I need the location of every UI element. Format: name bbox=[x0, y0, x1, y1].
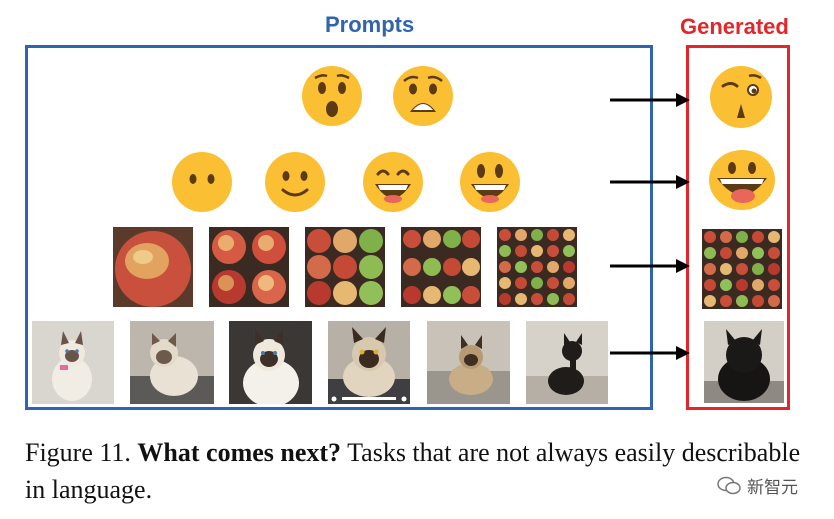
arrow-row-3 bbox=[610, 259, 690, 273]
figure-label: Figure 11. bbox=[25, 438, 131, 467]
winking-face-with-open-mouth-emoji bbox=[707, 64, 775, 130]
arrow-row-4 bbox=[610, 346, 690, 360]
nine-apples-tile bbox=[305, 227, 385, 307]
tongue-out-face-emoji bbox=[707, 148, 777, 212]
surprised-face-emoji bbox=[300, 64, 364, 128]
watermark-text: 新智元 bbox=[747, 478, 798, 498]
generated-label: Generated bbox=[680, 14, 789, 39]
generated-black-kitten-photo bbox=[704, 321, 784, 403]
generated-apple-grid-tile bbox=[702, 229, 782, 309]
four-apples-tile bbox=[209, 227, 289, 307]
neutral-face-emoji bbox=[170, 150, 234, 214]
twelve-apples-tile bbox=[401, 227, 481, 307]
arrow-row-2 bbox=[610, 175, 690, 189]
prompts-label: Prompts bbox=[325, 12, 415, 37]
siamese-kitten-photo-2 bbox=[130, 321, 214, 404]
grinning-face-emoji bbox=[361, 150, 425, 214]
figure-caption: Figure 11. What comes next? Tasks that a… bbox=[25, 434, 820, 508]
watermark: 新智元 bbox=[717, 473, 798, 498]
big-eyed-grinning-face-emoji bbox=[458, 150, 522, 214]
slightly-smiling-face-emoji bbox=[263, 150, 327, 214]
anguished-face-emoji bbox=[391, 64, 455, 128]
caption-text: Tasks that are not always easily describ… bbox=[25, 438, 801, 504]
arrow-row-1 bbox=[610, 93, 690, 107]
siamese-kitten-photo-1 bbox=[32, 321, 114, 404]
prompts-box bbox=[25, 45, 653, 410]
black-cat-photo-6 bbox=[526, 321, 608, 404]
caption-title: What comes next? bbox=[137, 438, 342, 467]
wechat-icon bbox=[717, 476, 741, 494]
siamese-kitten-photo-3 bbox=[229, 321, 312, 404]
siamese-cat-photo-4 bbox=[328, 321, 410, 404]
generated-box bbox=[686, 45, 790, 410]
siamese-cat-photo-5 bbox=[427, 321, 510, 404]
one-apple-tile bbox=[113, 227, 193, 307]
many-apples-tile bbox=[497, 227, 577, 307]
